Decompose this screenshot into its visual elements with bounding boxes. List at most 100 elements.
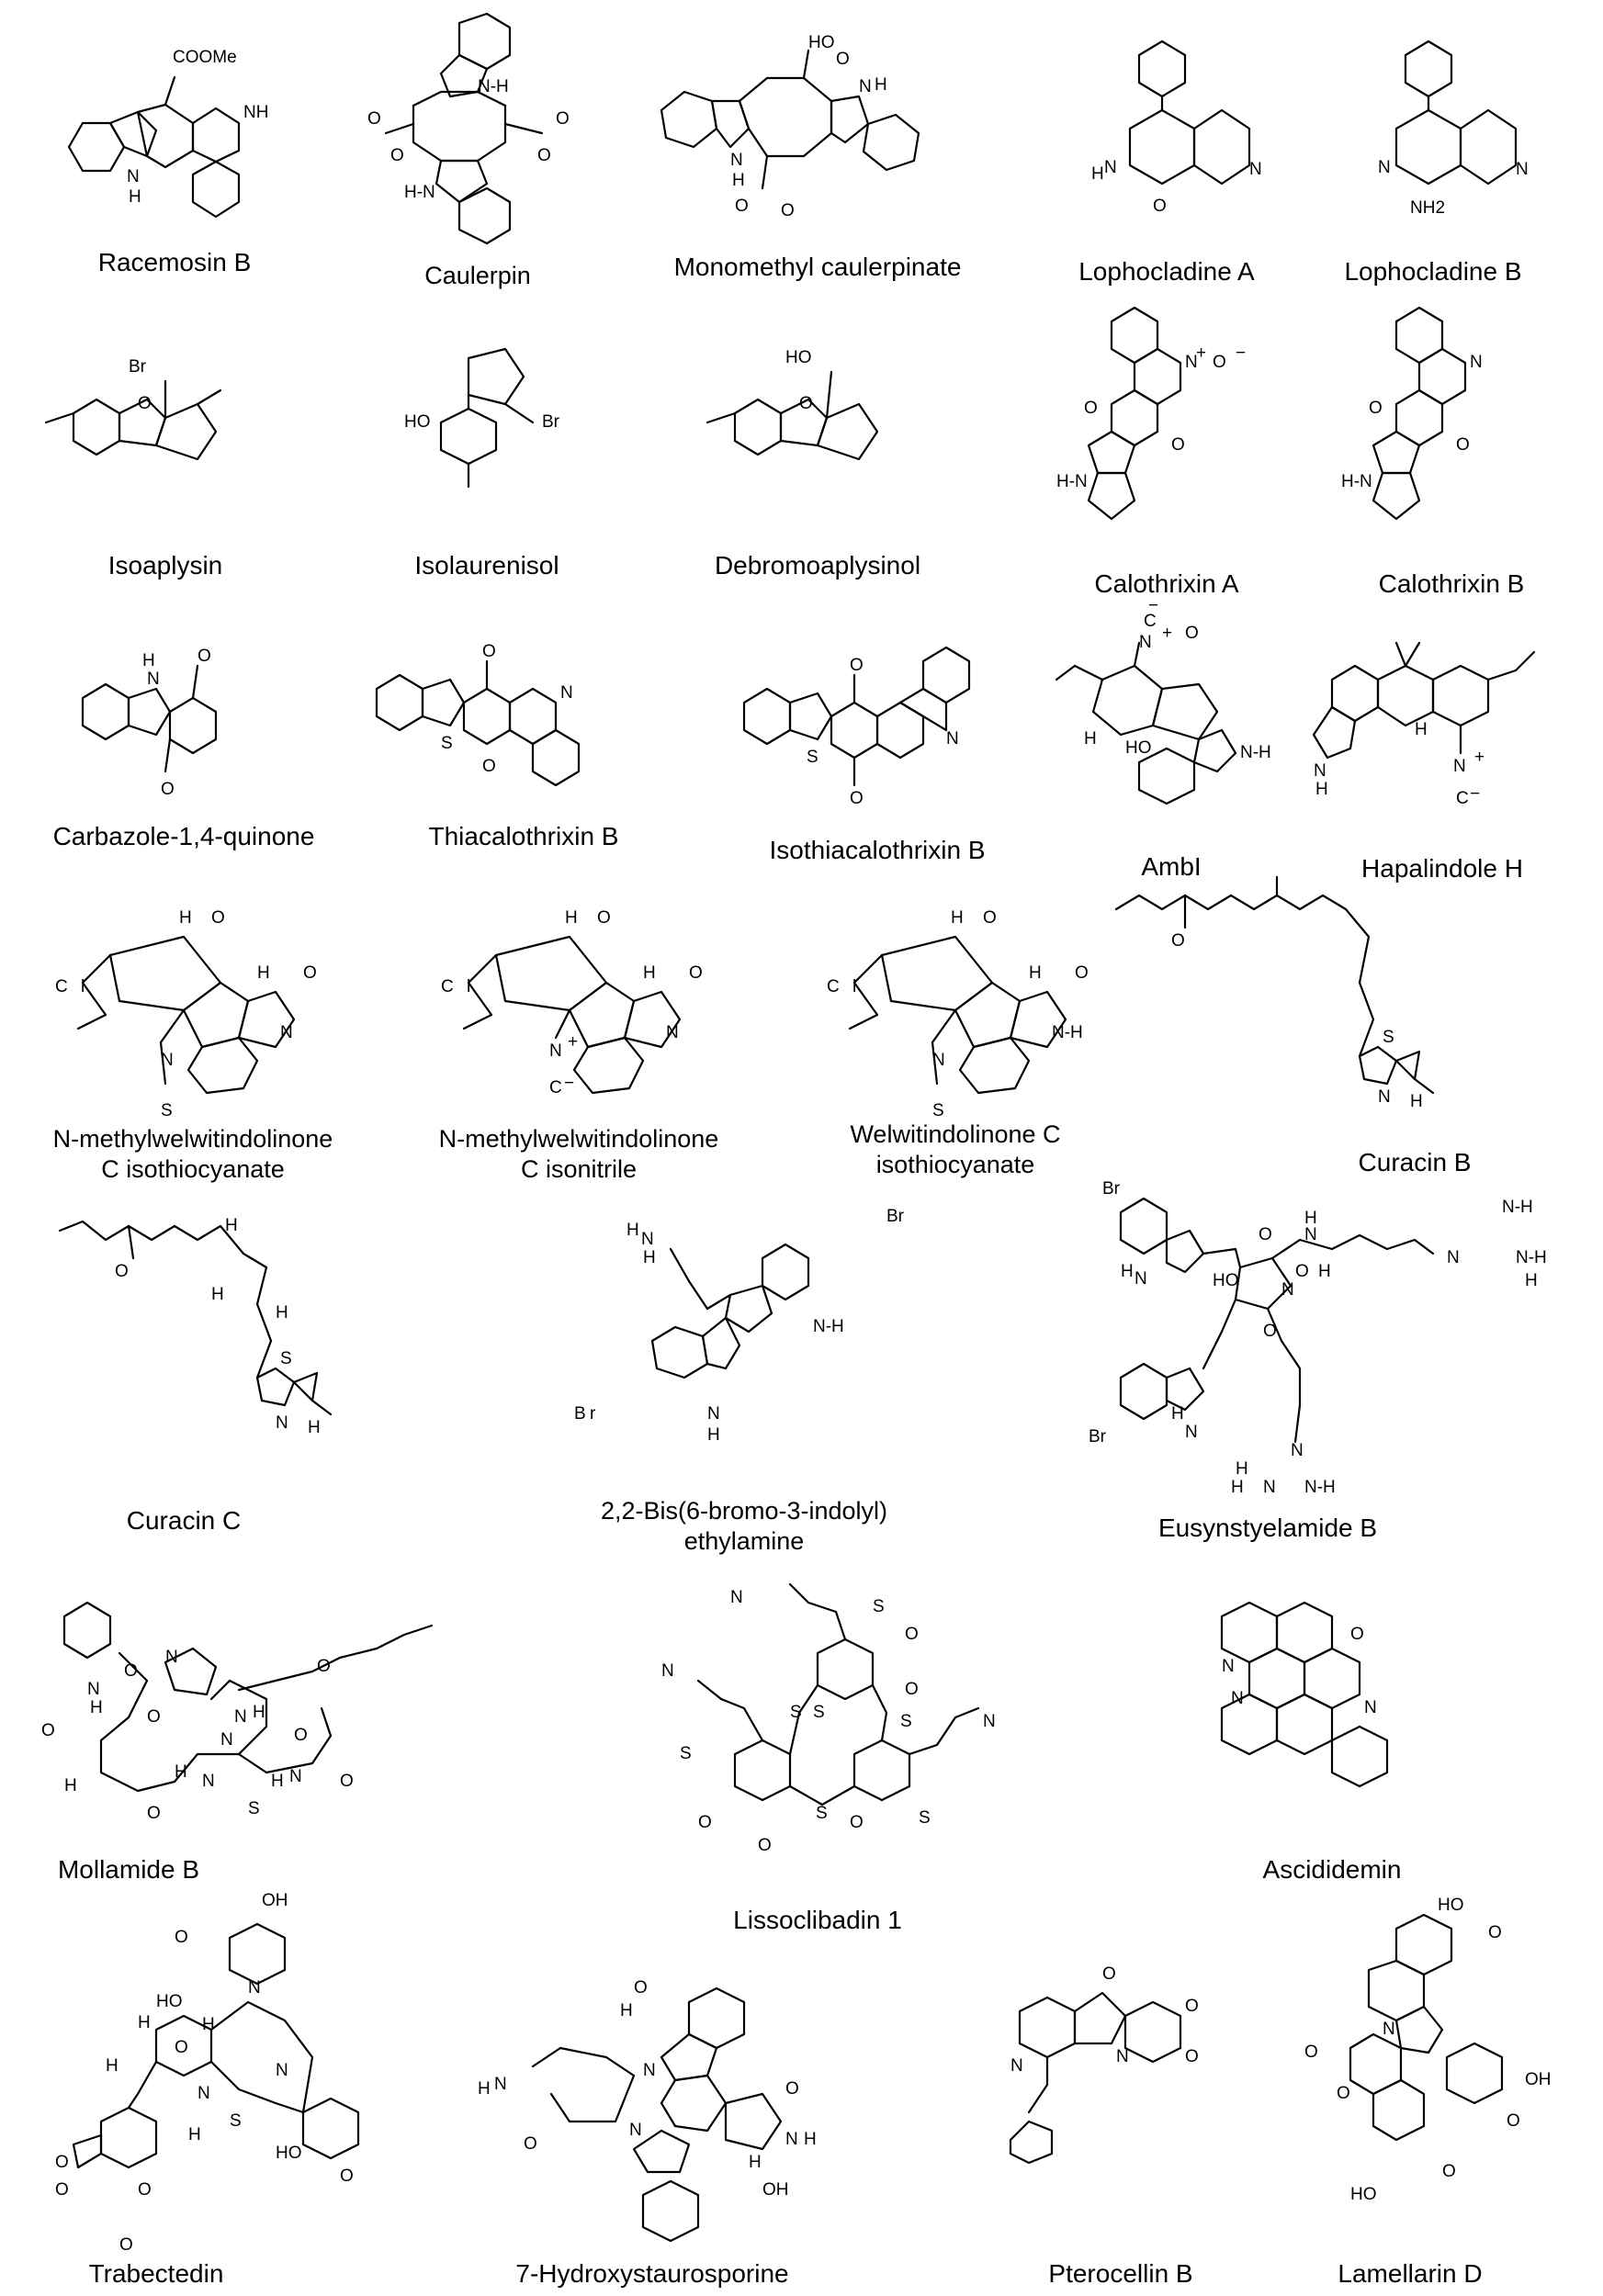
mollamide-b-atom-12: H <box>175 1762 187 1782</box>
eusynstyelamide-b-atom-5: H <box>1304 1209 1317 1228</box>
thiacalothrixin-b-atom-2: S <box>441 734 453 753</box>
ascididemin-atom-2: N <box>1231 1689 1244 1708</box>
carbazole-quinone-atom-0: H <box>142 651 155 670</box>
calothrixin-b-atom-1: O <box>1369 399 1383 418</box>
curacin-c-drawing: O H H H S N H <box>58 1216 333 1437</box>
curacin-c-atom-0: O <box>115 1262 129 1281</box>
hydroxystaurosporine-atom-6: N <box>629 2121 642 2140</box>
monomethyl-caulerpinate-atom-2: N <box>859 77 872 96</box>
n-methylwelwitindolinone-c-isothiocyanate-atom-7: N <box>161 1051 174 1070</box>
lissoclibadin-1-atom-9: N <box>983 1712 996 1731</box>
lophocladine-b-atom-1: N <box>1516 160 1529 179</box>
n-methylwelwitindolinone-c-isonitrile-atom-6: N <box>666 1023 679 1042</box>
n-methylwelwitindolinone-c-isothiocyanate-label-1: N-methylwelwitindolinone <box>52 1125 333 1153</box>
n-methylwelwitindolinone-c-isothiocyanate-label-2: C isothiocyanate <box>101 1155 285 1183</box>
n-methylwelwitindolinone-c-isonitrile-atom-9: C <box>549 1078 562 1097</box>
hapalindole-h-atom-2: H <box>1415 720 1428 739</box>
carbazole-quinone-label: Carbazole-1,4-quinone <box>52 822 315 850</box>
lamellarin-d-atom-8: O <box>1442 2162 1456 2181</box>
mollamide-b-atom-5: O <box>147 1707 161 1727</box>
thiacalothrixin-b-label: Thiacalothrixin B <box>428 822 619 850</box>
isolaurenisol-label: Isolaurenisol <box>414 551 559 580</box>
structure-isolaurenisol: HO Br Isolaurenisol <box>367 321 606 588</box>
pterocellin-b-atom-4: O <box>1185 2047 1199 2066</box>
n-methylwelwitindolinone-c-isonitrile-atom-8: + <box>568 1032 578 1052</box>
calothrixin-a-atom-1: + <box>1196 343 1206 363</box>
pterocellin-b-label: Pterocellin B <box>1048 2259 1193 2288</box>
n-methylwelwitindolinone-c-isonitrile-drawing: H O C l H O N N + C − <box>441 908 703 1097</box>
eusynstyelamide-b-atom-0: Br <box>1102 1179 1121 1199</box>
structure-n-methylwelwitindolinone-c-isonitrile: H O C l H O N N + C − N-methylwelwitindo… <box>386 900 772 1212</box>
structure-monomethyl-caulerpinate: HO O N H N H O O Monomethyl caulerpinate <box>643 28 992 303</box>
n-methylwelwitindolinone-c-isonitrile-atom-10: − <box>564 1074 574 1093</box>
welwitindolinone-c-isothiocyanate-atom-8: S <box>932 1101 944 1120</box>
lissoclibadin-1-atom-7: S <box>900 1712 912 1731</box>
lophocladine-b-atom-2: NH2 <box>1410 198 1445 218</box>
lamellarin-d-label: Lamellarin D <box>1338 2259 1483 2288</box>
lissoclibadin-1-atom-2: O <box>905 1625 919 1644</box>
caulerpin-atom-0: N-H <box>478 77 509 96</box>
n-methylwelwitindolinone-c-isonitrile-atom-4: H <box>643 963 656 983</box>
eusynstyelamide-b-atom-2: N <box>1135 1269 1147 1289</box>
curacin-c-atom-3: H <box>276 1303 288 1322</box>
calothrixin-b-drawing: N O O H-N <box>1341 306 1483 521</box>
bis-bromoindolyl-ethylamine-atom-5: B <box>574 1404 586 1424</box>
mollamide-b-atom-1: H <box>90 1698 103 1717</box>
eusynstyelamide-b-atom-9: H <box>1525 1271 1538 1290</box>
curacin-b-drawing: O S N H <box>1114 875 1435 1111</box>
hydroxystaurosporine-atom-2: N <box>643 2061 656 2080</box>
welwitindolinone-c-isothiocyanate-atom-0: H <box>951 908 964 928</box>
n-methylwelwitindolinone-c-isonitrile-label-1: N-methylwelwitindolinone <box>438 1125 719 1153</box>
bis-bromoindolyl-ethylamine-drawing: Br H N H N-H B r N H <box>574 1207 905 1445</box>
pterocellin-b-atom-2: N <box>1116 2047 1129 2066</box>
eusynstyelamide-b-atom-3: O <box>1259 1225 1272 1244</box>
debromoaplysinol-drawing: HO O <box>706 348 879 461</box>
lamellarin-d-atom-4: O <box>1337 2084 1350 2103</box>
eusynstyelamide-b-atom-20: H <box>1231 1478 1244 1497</box>
n-methylwelwitindolinone-c-isothiocyanate-atom-5: O <box>303 963 317 983</box>
mollamide-b-atom-16: H <box>271 1772 284 1791</box>
n-methylwelwitindolinone-c-isonitrile-atom-2: C <box>441 977 454 996</box>
lamellarin-d-atom-5: OH <box>1525 2070 1552 2089</box>
n-methylwelwitindolinone-c-isothiocyanate-atom-2: C <box>55 977 68 996</box>
mollamide-b-atom-4: O <box>124 1661 138 1681</box>
trabectedin-atom-12: O <box>55 2180 69 2200</box>
hydroxystaurosporine-atom-9: H <box>804 2130 817 2149</box>
lissoclibadin-1-atom-11: O <box>698 1813 712 1832</box>
hydroxystaurosporine-atom-7: O <box>785 2079 799 2099</box>
eusynstyelamide-b-atom-14: H <box>1318 1262 1331 1281</box>
eusynstyelamide-b-atom-16: H <box>1171 1404 1184 1424</box>
welwitindolinone-c-isothiocyanate-atom-5: O <box>1075 963 1089 983</box>
welwitindolinone-c-isothiocyanate-drawing: H O C l H O N-H N S <box>827 908 1089 1120</box>
mollamide-b-atom-0: N <box>87 1680 100 1699</box>
hydroxystaurosporine-atom-1: O <box>634 1978 648 1998</box>
pterocellin-b-atom-0: O <box>1102 1964 1116 1984</box>
monomethyl-caulerpinate-atom-3: H <box>875 75 887 95</box>
n-methylwelwitindolinone-c-isonitrile-atom-0: H <box>565 908 578 928</box>
trabectedin-atom-6: O <box>175 2038 188 2057</box>
isolaurenisol-atom-1: Br <box>542 412 560 432</box>
lissoclibadin-1-atom-13: O <box>850 1813 864 1832</box>
racemosin-b-atom-0: COOMe <box>173 48 237 67</box>
structure-ambi: − C N + O H HO N-H AmbI <box>1038 596 1304 891</box>
lamellarin-d-atom-3: O <box>1304 2043 1318 2062</box>
caulerpin-atom-5: O <box>556 109 570 129</box>
eusynstyelamide-b-atom-13: O <box>1295 1262 1309 1281</box>
isothiacalothrixin-b-drawing: O N S O <box>742 646 971 808</box>
bis-bromoindolyl-ethylamine-label-1: 2,2-Bis(6-bromo-3-indolyl) <box>600 1497 888 1525</box>
n-methylwelwitindolinone-c-isonitrile-atom-7: N <box>549 1041 562 1061</box>
structure-caulerpin: N-H H-N O O O O Caulerpin <box>349 5 606 308</box>
isothiacalothrixin-b-atom-3: O <box>850 789 864 808</box>
eusynstyelamide-b-atom-21: N-H <box>1304 1478 1336 1497</box>
welwitindolinone-c-isothiocyanate-atom-6: N-H <box>1052 1023 1083 1042</box>
hapalindole-h-atom-0: N <box>1314 761 1326 781</box>
lissoclibadin-1-atom-8: S <box>680 1744 692 1763</box>
trabectedin-atom-0: OH <box>262 1891 288 1910</box>
isothiacalothrixin-b-atom-2: S <box>807 748 818 767</box>
n-methylwelwitindolinone-c-isonitrile-label-2: C isonitrile <box>520 1155 638 1183</box>
carbazole-quinone-drawing: H N O O <box>81 647 218 799</box>
monomethyl-caulerpinate-atom-1: O <box>836 50 850 69</box>
lophocladine-a-atom-3: O <box>1153 197 1167 216</box>
bis-bromoindolyl-ethylamine-atom-3: H <box>643 1248 656 1267</box>
structure-pterocellin-b: O N N O O Pterocellin B <box>992 1956 1286 2296</box>
